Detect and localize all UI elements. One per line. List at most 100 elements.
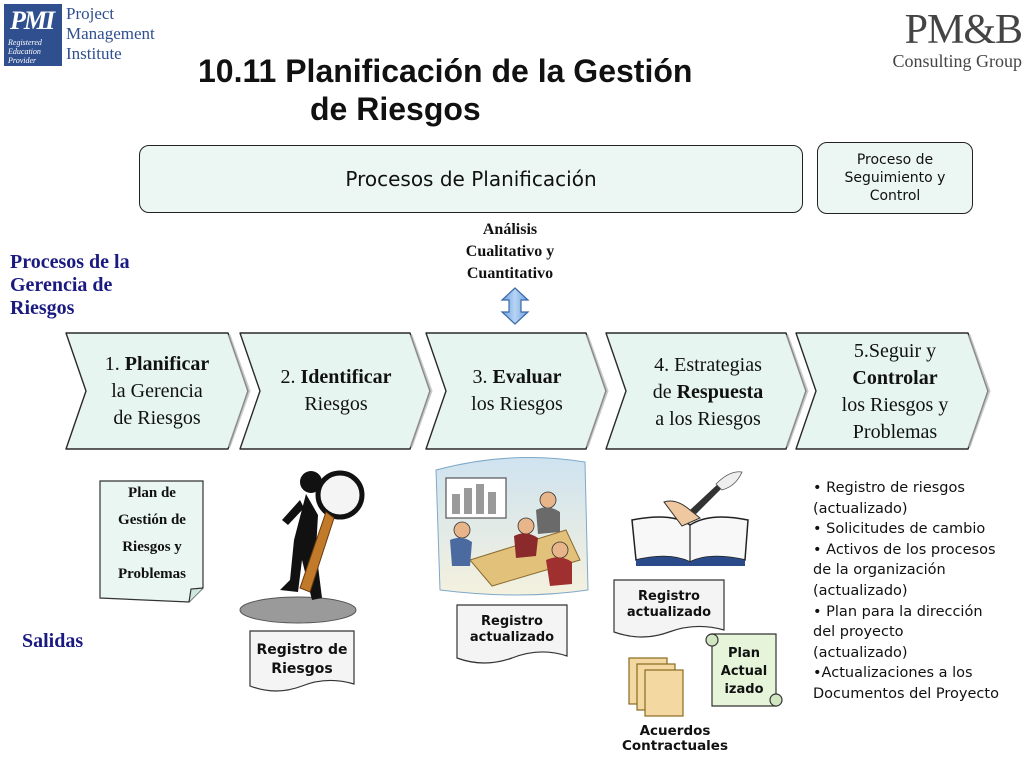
list-item: • Plan para la dirección — [813, 603, 983, 620]
doc-registro-4-shape — [613, 579, 725, 638]
analysis-line3: Cuantitativo — [466, 265, 554, 282]
list-item: • Solicitudes de cambio — [813, 521, 986, 538]
plan-actualizado-line1: Plan — [727, 646, 760, 661]
step-3-line2: los Riesgos — [471, 393, 563, 415]
pmb-logo-main: PM&B — [904, 7, 1023, 53]
step-1-number: 1. — [104, 353, 125, 375]
step-5-label: 5.Seguir y Controlar los Riesgos y Probl… — [814, 338, 976, 446]
list-item: • Registro de riesgos — [813, 480, 965, 496]
acuerdos-line1: Acuerdos — [639, 723, 711, 739]
pmi-logo-line1: Project — [66, 4, 115, 23]
risk-processes-line2: Gerencia de — [10, 274, 113, 296]
plan-doc-line3: Riesgos y — [122, 539, 182, 555]
plan-actualizado-line2: Actual — [720, 664, 768, 679]
page-title-line1: 10.11 Planificación de la Gestión — [198, 53, 693, 89]
outputs-label: Salidas — [22, 630, 84, 652]
list-item: Documentos del Proyecto — [813, 685, 999, 702]
chevron-step-4 — [605, 332, 807, 450]
magnifier-person-icon — [239, 470, 365, 624]
step-1-line2: la Gerencia — [111, 380, 203, 402]
registro-actualizado-4-line1: Registro — [638, 589, 700, 604]
registro-actualizado-4-line2: actualizado — [626, 605, 712, 620]
control-outputs-list: • Registro de riesgos (actualizado) • So… — [813, 478, 1021, 705]
step-2-line2: Riesgos — [304, 393, 368, 415]
chevron-step-1 — [65, 332, 249, 450]
list-item: (actualizado) — [813, 582, 908, 599]
list-item: del proyecto — [813, 624, 904, 641]
step-5-line1: 5.Seguir y — [853, 340, 937, 362]
documents-stack-icon — [628, 657, 684, 717]
pmi-logo-line3: Institute — [66, 44, 122, 63]
pmi-logo-provider: Provider — [8, 56, 37, 65]
pmi-logo: PMI Registered Education Provider Projec… — [4, 4, 155, 68]
step-2-number: 2. — [280, 366, 301, 388]
planning-processes-label: Procesos de Planificación — [345, 167, 597, 191]
pmb-logo: PM&B Consulting Group — [862, 7, 1023, 72]
step-5-line3: los Riesgos y — [841, 394, 949, 416]
step-2-label: 2. Identificar Riesgos — [262, 364, 410, 418]
risk-processes-line1: Procesos de la — [10, 251, 130, 273]
registro-actualizado-3-doc: Registro actualizado — [458, 614, 566, 646]
acuerdos-line2: Contractuales — [621, 738, 728, 754]
step-4-line2-prefix: de — [652, 381, 677, 403]
registro-actualizado-3-line1: Registro — [481, 614, 543, 629]
monitoring-control-label: Proceso de Seguimiento y Control — [844, 152, 946, 204]
step-3-number: 3. — [472, 366, 493, 388]
plan-actualizado-doc: Plan Actual izado — [714, 645, 774, 699]
analysis-line2: Cualitativo y — [465, 243, 555, 260]
chevron-step-2 — [239, 332, 431, 450]
step-3-bold: Evaluar — [492, 366, 562, 388]
analysis-label: Análisis Cualitativo y Cuantitativo — [440, 219, 580, 285]
plan-doc-line1: Plan de — [128, 485, 176, 501]
page-title-line2: de Riesgos — [310, 91, 481, 127]
list-item: (actualizado) — [813, 644, 908, 661]
plan-doc-line2: Gestión de — [118, 512, 186, 528]
writing-book-icon — [631, 471, 749, 566]
plan-gestion-riesgos-doc: Plan de Gestión de Riesgos y Problemas — [102, 480, 202, 588]
step-4-bold: Respuesta — [676, 381, 764, 403]
step-1-line3: de Riesgos — [113, 407, 201, 429]
pmi-logo-education: Education — [8, 47, 41, 56]
list-item: • Activos de los procesos — [813, 541, 996, 558]
list-item: de la organización — [813, 562, 946, 579]
pmi-logo-mark: PMI Registered Education Provider — [4, 4, 62, 66]
meeting-icon — [435, 457, 589, 596]
step-3-label: 3. Evaluar los Riesgos — [446, 364, 588, 418]
page-title: 10.11 Planificación de la Gestión de Rie… — [198, 52, 838, 128]
pmb-logo-sub: Consulting Group — [892, 51, 1022, 71]
pmi-logo-registered: Registered — [8, 38, 42, 47]
pmi-logo-line2: Management — [66, 24, 155, 43]
step-4-line3: a los Riesgos — [655, 408, 761, 430]
list-item: •Actualizaciones a los — [813, 665, 973, 682]
monitoring-control-box: Proceso de Seguimiento y Control — [817, 142, 973, 214]
step-5-bold: Controlar — [852, 367, 938, 389]
doc-registro-3-shape — [456, 604, 568, 664]
analysis-line1: Análisis — [482, 221, 538, 238]
registro-riesgos-line2: Riesgos — [271, 661, 333, 677]
list-item: (actualizado) — [813, 500, 908, 517]
process-chevrons — [65, 332, 989, 450]
plan-actualizado-line3: izado — [724, 682, 764, 697]
double-arrow-icon — [500, 287, 530, 325]
step-4-line1: 4. Estrategias — [654, 354, 762, 376]
registro-actualizado-3-line2: actualizado — [469, 630, 555, 645]
plan-doc-line4: Problemas — [117, 566, 187, 582]
step-1-label: 1. Planificar la Gerencia de Riesgos — [88, 351, 226, 432]
plan-updated-scroll — [705, 633, 783, 707]
risk-processes-line3: Riesgos — [10, 297, 75, 319]
doc-registro-riesgos-shape — [249, 630, 355, 692]
acuerdos-contractuales-label: Acuerdos Contractuales — [610, 724, 740, 754]
step-4-label: 4. Estrategias de Respuesta a los Riesgo… — [626, 352, 790, 433]
risk-processes-label: Procesos de la Gerencia de Riesgos — [10, 251, 180, 320]
registro-riesgos-line1: Registro de — [256, 642, 348, 658]
step-2-bold: Identificar — [300, 366, 392, 388]
chevron-step-3 — [425, 332, 607, 450]
pmi-logo-mark-text: PMI — [10, 6, 55, 35]
registro-riesgos-doc: Registro de Riesgos — [252, 641, 352, 679]
step-1-bold: Planificar — [124, 353, 210, 375]
chevron-step-5 — [795, 332, 989, 450]
planning-processes-box: Procesos de Planificación — [139, 145, 803, 213]
registro-actualizado-4-doc: Registro actualizado — [615, 589, 723, 621]
step-5-line4: Problemas — [852, 421, 938, 443]
